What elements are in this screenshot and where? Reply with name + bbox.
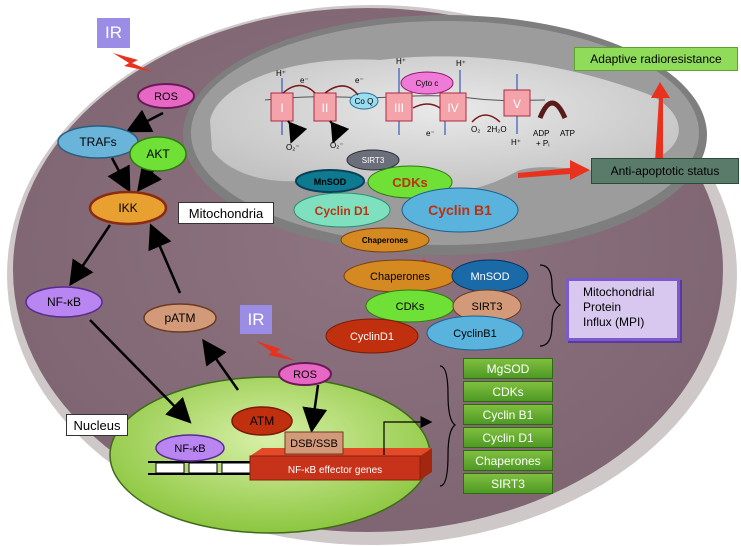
svg-text:Cyclin B1: Cyclin B1 <box>428 202 492 218</box>
svg-text:CyclinD1: CyclinD1 <box>350 331 394 343</box>
svg-text:Cyclin D1: Cyclin D1 <box>315 204 370 218</box>
svg-text:Cyto c: Cyto c <box>416 79 439 88</box>
svg-text:NF-κB: NF-κB <box>174 443 205 455</box>
svg-text:e⁻: e⁻ <box>355 76 364 85</box>
mito-chaperones <box>340 227 430 253</box>
patm-node <box>143 303 217 333</box>
gene-list-item: Cyclin B1 <box>463 404 553 425</box>
ros-node-mid <box>278 362 332 386</box>
electron-transport-chain: I II III IV V Co Q Cyto c H⁺ H⁺ H⁺ H⁺ e⁻… <box>270 57 575 152</box>
svg-text:H⁺: H⁺ <box>276 69 286 78</box>
gene-list-item: MgSOD <box>463 358 553 379</box>
svg-text:IV: IV <box>447 101 458 115</box>
dsb-ssb-box <box>284 431 344 455</box>
lightning-bolt-icon <box>256 341 296 361</box>
svg-text:CyclinB1: CyclinB1 <box>453 328 496 340</box>
svg-text:O₂: O₂ <box>471 125 480 134</box>
cyto-cyclin-d1 <box>325 318 419 354</box>
svg-text:+ Pᵢ: + Pᵢ <box>536 139 550 148</box>
mito-cyclin-d1 <box>293 192 391 228</box>
gene-list-item: SIRT3 <box>463 473 553 494</box>
svg-text:Chaperones: Chaperones <box>370 271 430 283</box>
svg-text:2H₂O: 2H₂O <box>487 125 507 134</box>
mitochondria-matrix <box>210 56 679 192</box>
effector-genes-label: NF-κB effector genes <box>288 465 382 476</box>
svg-text:SIRT3: SIRT3 <box>472 301 503 313</box>
nfkb-cytoplasm-node <box>25 286 103 318</box>
svg-text:CDKs: CDKs <box>396 301 425 313</box>
ir-label-mid: IR <box>240 305 272 334</box>
svg-text:pATM: pATM <box>164 311 195 325</box>
svg-text:H⁺: H⁺ <box>511 138 521 147</box>
ikk-node <box>88 190 168 226</box>
gene-bracket <box>439 365 457 487</box>
svg-text:H⁺: H⁺ <box>456 59 466 68</box>
mito-mnsod <box>295 169 365 193</box>
svg-text:CDKs: CDKs <box>392 175 427 190</box>
nfkb-effector-genes-block <box>249 455 421 481</box>
svg-text:MnSOD: MnSOD <box>470 271 509 283</box>
mpi-box: Mitochondrial Protein Influx (MPI) <box>566 278 680 341</box>
svg-text:ROS: ROS <box>154 91 178 103</box>
svg-text:Chaperones: Chaperones <box>362 236 409 245</box>
nfkb-nucleus-node <box>155 434 225 462</box>
svg-text:ROS: ROS <box>293 369 317 381</box>
svg-text:O₂⁻: O₂⁻ <box>330 141 344 150</box>
svg-text:O₂⁻: O₂⁻ <box>286 143 300 152</box>
svg-text:H⁺: H⁺ <box>396 57 406 66</box>
anti-apoptotic-box: Anti-apoptotic status <box>591 158 739 184</box>
mpi-bracket <box>539 264 562 347</box>
ros-node-top <box>137 83 195 109</box>
svg-text:e⁻: e⁻ <box>426 129 435 138</box>
mitochondria-label: Mitochondria <box>178 202 274 224</box>
svg-text:I: I <box>280 101 283 115</box>
svg-text:Co Q: Co Q <box>355 97 374 106</box>
atm-node <box>231 406 293 436</box>
akt-node <box>129 136 187 172</box>
gene-list-item: CDKs <box>463 381 553 402</box>
svg-text:ADP: ADP <box>533 129 549 138</box>
svg-text:IKK: IKK <box>118 201 137 215</box>
adaptive-radioresistance-box: Adaptive radioresistance <box>574 47 738 71</box>
nucleus-label: Nucleus <box>66 414 128 436</box>
svg-text:II: II <box>322 101 329 115</box>
svg-text:ATP: ATP <box>560 129 575 138</box>
mito-cdks <box>367 165 453 199</box>
ir-label-top: IR <box>97 18 130 48</box>
svg-text:DSB/SSB: DSB/SSB <box>290 438 338 450</box>
gene-list-item: Chaperones <box>463 450 553 471</box>
svg-text:NF-κB: NF-κB <box>47 295 81 309</box>
mito-cyclin-b1 <box>401 187 519 233</box>
mito-sirt3 <box>346 149 400 171</box>
svg-text:III: III <box>394 101 404 115</box>
cyto-cyclin-b1 <box>426 315 524 351</box>
svg-text:SIRT3: SIRT3 <box>362 156 385 165</box>
svg-text:e⁻: e⁻ <box>300 76 309 85</box>
svg-text:ATM: ATM <box>250 414 274 428</box>
svg-text:MnSOD: MnSOD <box>314 177 347 187</box>
svg-text:TRAFs: TRAFs <box>79 135 116 149</box>
svg-text:AKT: AKT <box>146 147 170 161</box>
gene-list-item: Cyclin D1 <box>463 427 553 448</box>
svg-text:V: V <box>513 97 521 111</box>
lightning-bolt-icon <box>113 53 153 72</box>
